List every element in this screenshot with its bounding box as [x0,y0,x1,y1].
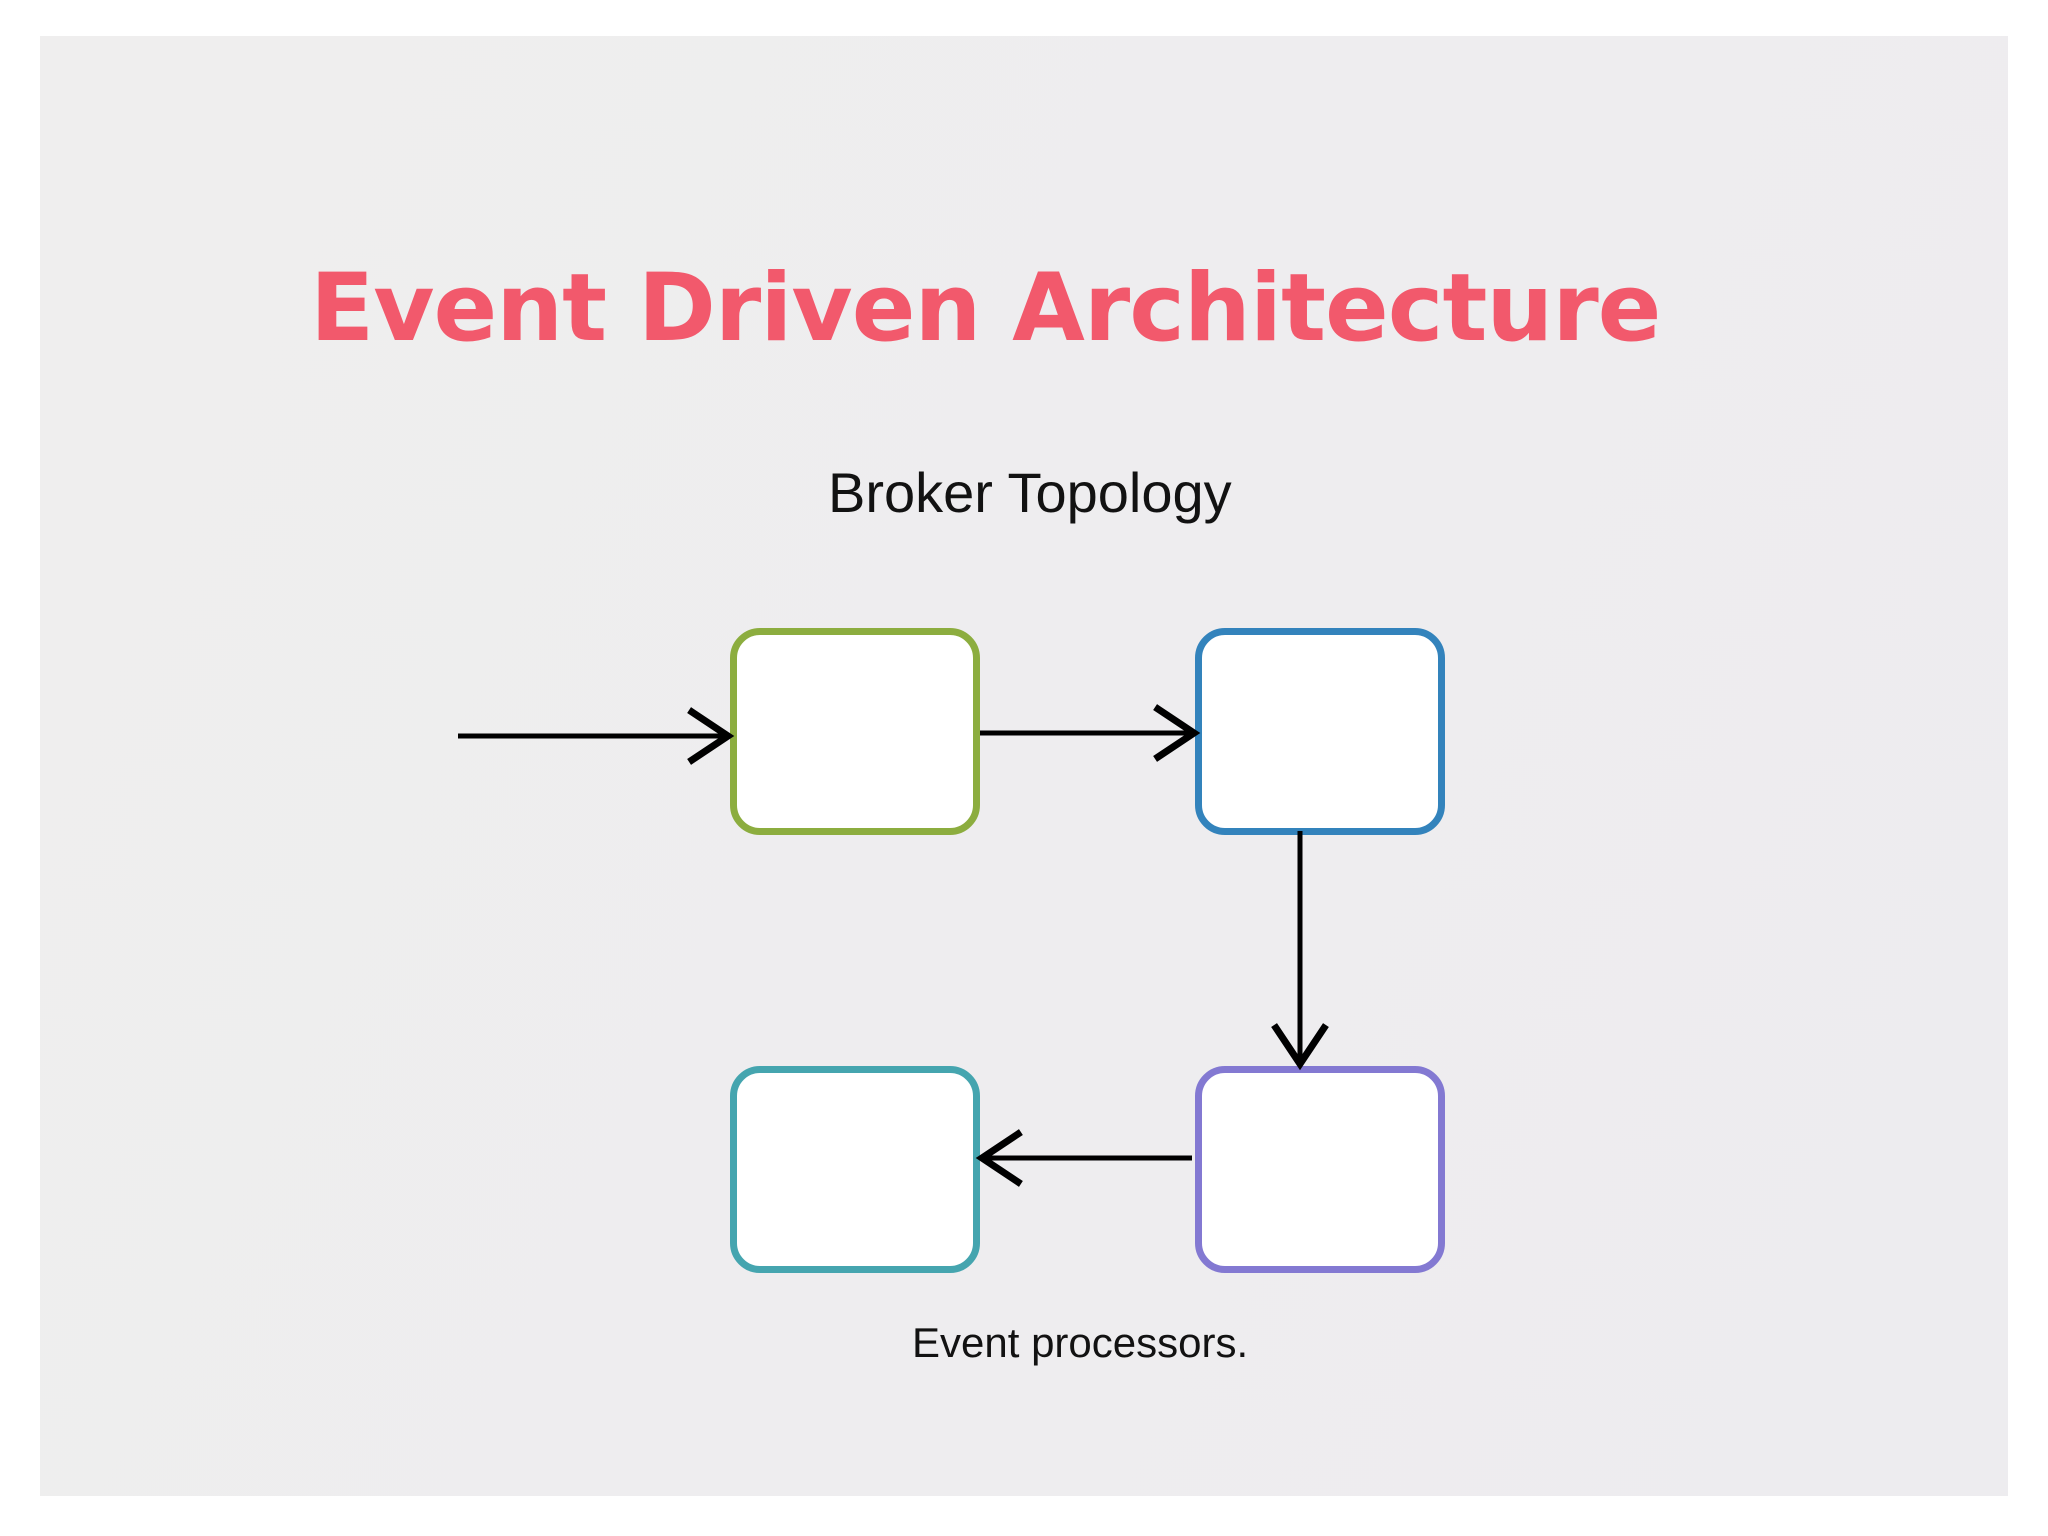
connector-processor-to-sink-arrow [975,1129,1192,1187]
flow-node-broker[interactable] [1195,628,1445,835]
flow-node-ingress[interactable] [730,628,980,835]
flow-node-processor[interactable] [1195,1066,1445,1273]
page-title: Event Driven Architecture [310,253,1661,363]
connector-event-in-arrow [458,707,735,765]
diagram-caption: Event processors. [912,1319,1249,1366]
connector-broker-to-processor-arrow [1271,831,1329,1071]
diagram-subtitle: Broker Topology [828,461,1232,524]
connector-ingress-to-broker-arrow [980,704,1201,762]
flow-node-sink[interactable] [730,1066,980,1273]
slide-canvas: Event Driven Architecture Broker Topolog… [40,36,2008,1496]
